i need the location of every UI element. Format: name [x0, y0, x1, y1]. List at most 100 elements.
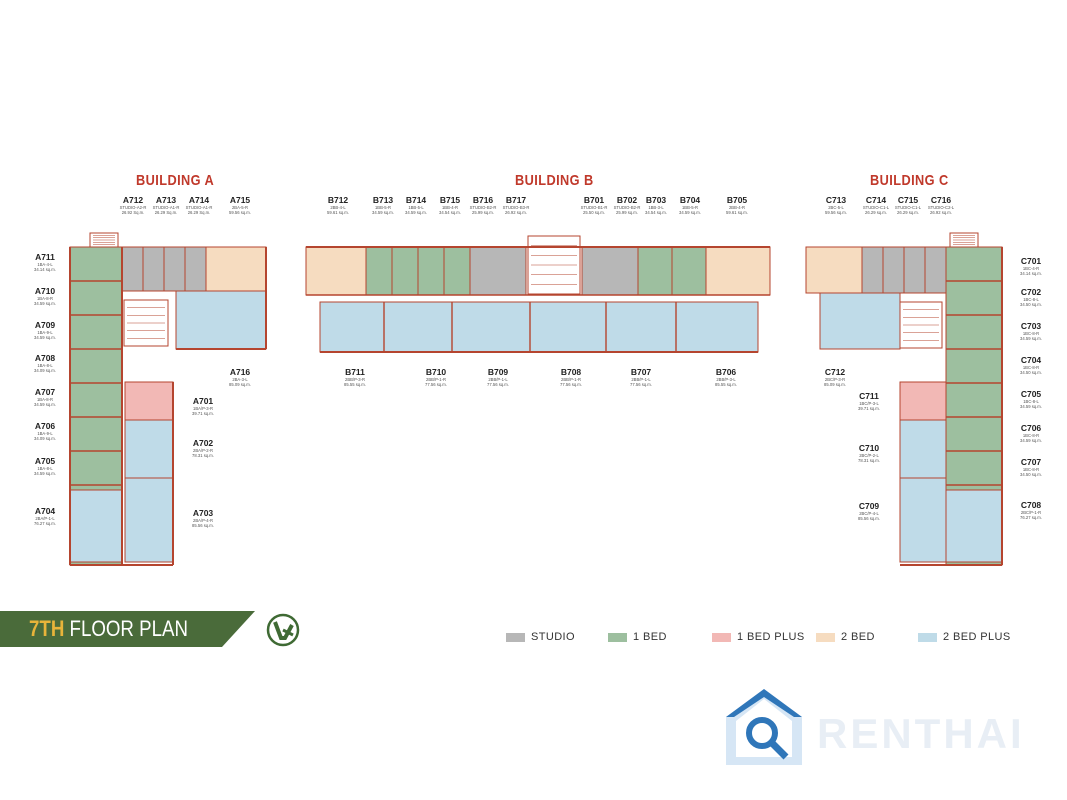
unit-type: 1BA/P-3-R	[192, 405, 213, 411]
unit-code: C706	[1020, 423, 1042, 433]
unit-type: 1BA-8-L	[37, 362, 53, 368]
a704-unit	[69, 489, 123, 563]
unit-code: A713	[155, 195, 177, 205]
unit-area: 34.59 sq.m.	[34, 470, 56, 476]
unit-area: 26.29 Sq.m.	[154, 209, 178, 215]
unit-area: 34.14 sq.m.	[34, 266, 56, 272]
unit-code: A701	[192, 396, 214, 406]
legend-swatch	[816, 632, 835, 642]
c713-unit	[805, 246, 863, 294]
a702-unit	[124, 419, 174, 479]
b-studio-row-east	[581, 246, 639, 296]
unit-type: 1BC-8-R	[1022, 330, 1040, 336]
unit-code: A703	[192, 508, 214, 518]
unit-area: 26.29 Sq.m.	[187, 209, 211, 215]
unit-area: 34.09 sq.m.	[34, 435, 56, 441]
unit-code: A702	[192, 438, 214, 448]
unit-code: A709	[34, 320, 56, 330]
unit-code: B712	[327, 195, 349, 205]
unit-area: 26.29 sq.m.	[897, 209, 919, 215]
unit-type: 1BB-5-R	[681, 204, 699, 210]
unit-area: 34.59 sq.m.	[34, 401, 56, 407]
c708-unit	[945, 489, 1003, 563]
unit-type: 1BC-8-R	[1022, 466, 1040, 472]
unit-area: 26.92 sq.m.	[505, 209, 527, 215]
unit-code: B709	[487, 367, 509, 377]
unit-area: 34.14 sq.m.	[1020, 270, 1042, 276]
unit-code: B716	[472, 195, 494, 205]
unit-area: 34.54 sq.m.	[645, 209, 667, 215]
unit-area: 59.61 sq.m.	[726, 209, 748, 215]
unit-area: 78.31 sq.m.	[192, 452, 214, 458]
unit-code: B707	[630, 367, 652, 377]
unit-type: STUDIO-C1-L	[894, 204, 922, 210]
unit-type: 1BC/P-3-L	[859, 400, 879, 406]
unit-code: A707	[34, 387, 56, 397]
unit-code: C704	[1020, 355, 1042, 365]
unit-area: 34.59 sq.m.	[405, 209, 427, 215]
unit-type: 2BB-4-L	[330, 204, 346, 210]
unit-area: 34.54 sq.m.	[439, 209, 461, 215]
unit-code: C716	[930, 195, 952, 205]
unit-type: 1BA-9-L	[37, 430, 53, 436]
unit-type: STUDIO-B2-R	[469, 204, 497, 210]
unit-code: B711	[345, 367, 365, 377]
legend-label: 1 BED	[633, 631, 667, 643]
unit-type: 2BA-5-R	[231, 204, 249, 210]
a715-unit	[205, 246, 267, 292]
plan-layer	[69, 232, 1003, 566]
unit-type: 2BB/P-3-L	[716, 376, 736, 382]
unit-code: C710	[858, 443, 880, 453]
unit-area: 85.09 sq.m.	[824, 381, 846, 387]
unit-type: 2BA/P-4-R	[192, 517, 213, 523]
unit-code: B703	[645, 195, 667, 205]
b-studio-row-west	[469, 246, 527, 296]
unit-type: 1BB-4-R	[441, 204, 459, 210]
unit-area: 39.71 sq.m.	[858, 405, 880, 411]
unit-code: B701	[583, 195, 605, 205]
unit-area: 85.55 sq.m.	[715, 381, 737, 387]
unit-type: 1BB-5-L	[408, 204, 424, 210]
building-a-title: BUILDING A	[136, 172, 215, 189]
legend-item: 1 BED PLUS	[712, 631, 805, 643]
unit-area: 25.50 sq.m.	[583, 209, 605, 215]
unit-area: 34.59 sq.m.	[679, 209, 701, 215]
legend-label: 2 BED	[841, 631, 875, 643]
unit-type: 1BA-8-R	[36, 295, 54, 301]
project-logo-icon	[266, 613, 300, 647]
unit-area: 39.71 sq.m.	[192, 410, 214, 416]
unit-area: 85.56 sq.m.	[192, 522, 214, 528]
unit-area: 26.92 sq.m.	[930, 209, 952, 215]
unit-code: C715	[897, 195, 919, 205]
unit-code: C711	[859, 391, 879, 401]
unit-code: A704	[34, 506, 56, 516]
unit-type: 1BC-8-R	[1022, 432, 1040, 438]
unit-type: 2BC/P-2-L	[859, 452, 879, 458]
unit-code: A711	[35, 252, 55, 262]
unit-area: 77.56 sq.m.	[425, 381, 447, 387]
a701-unit	[124, 381, 174, 421]
unit-code: B705	[726, 195, 748, 205]
unit-code: A715	[229, 195, 251, 205]
